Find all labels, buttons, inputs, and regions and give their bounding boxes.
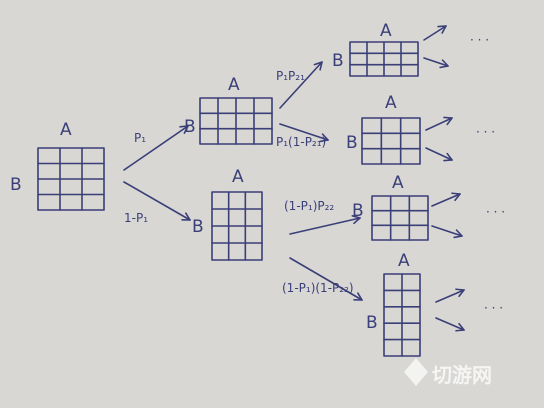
matrix-l2c-row-label: B xyxy=(352,201,364,221)
arrowhead-icon xyxy=(319,133,329,143)
matrix-level1-lower: A B xyxy=(192,167,263,261)
matrix-level1-upper: A B xyxy=(184,75,273,145)
arrow-lower-to-c xyxy=(289,217,361,235)
arrowhead-icon xyxy=(353,292,363,301)
matrix-level2-c: A B xyxy=(352,173,429,241)
matrix-root: A B xyxy=(10,120,105,211)
matrix-root-row-label: B xyxy=(10,175,22,195)
matrix-l2b-grid xyxy=(361,117,421,165)
edge-label-root-to-lower: 1-P₁ xyxy=(124,211,148,225)
arrowhead-icon xyxy=(451,192,461,202)
arrowhead-icon xyxy=(455,288,465,298)
matrix-l2b-col-label: A xyxy=(385,93,397,113)
cont-arrow-a1 xyxy=(423,25,447,41)
edge-lower-to-d: (1-P₁)(1-P₂₂) xyxy=(282,257,363,301)
edge-root-to-upper: P₁ xyxy=(123,125,189,171)
cont-dots-a: · · · xyxy=(470,33,489,47)
matrix-l2c-col-label: A xyxy=(392,173,404,193)
matrix-l2d-row-label: B xyxy=(366,313,378,333)
cont-arrow-b1 xyxy=(425,117,453,131)
edge-label-lower-to-c: (1-P₁)P₂₂ xyxy=(284,199,334,213)
edge-label-upper-to-b: P₁(1-P₂₁) xyxy=(276,135,326,149)
matrix-l2a-grid xyxy=(349,41,419,77)
watermark-logo: 切游网 xyxy=(404,358,492,387)
matrix-l2d-grid xyxy=(383,273,421,357)
watermark-text: 切游网 xyxy=(432,363,492,387)
cont-arrow-d1 xyxy=(435,289,465,303)
matrix-l1-upper-row-label: B xyxy=(184,117,196,137)
matrix-root-grid xyxy=(37,147,105,211)
cont-arrow-a2 xyxy=(423,57,449,67)
arrowhead-icon xyxy=(453,229,463,239)
matrix-l1-lower-col-label: A xyxy=(232,167,244,187)
edge-upper-to-a: P₁P₂₁ xyxy=(276,61,323,109)
cont-arrow-d2 xyxy=(435,317,465,331)
cont-dots-c: · · · xyxy=(486,205,505,219)
matrix-level2-b: A B xyxy=(346,93,421,165)
arrowhead-icon xyxy=(437,25,447,34)
arrowhead-icon xyxy=(443,116,453,126)
edge-label-root-to-upper: P₁ xyxy=(134,131,146,145)
arrow-upper-to-b xyxy=(279,123,329,141)
arrowhead-icon xyxy=(439,59,449,69)
matrix-l2b-row-label: B xyxy=(346,133,358,153)
edge-lower-to-c: (1-P₁)P₂₂ xyxy=(284,199,361,235)
matrix-border xyxy=(361,117,421,165)
arrow-root-to-upper xyxy=(123,125,189,171)
arrow-upper-to-a xyxy=(279,61,323,109)
matrix-level2-a: A B xyxy=(332,21,419,77)
arrowhead-icon xyxy=(455,322,465,332)
cont-arrow-c2 xyxy=(431,225,463,237)
arrowhead-icon xyxy=(313,61,323,71)
arrowhead-icon xyxy=(351,215,361,225)
continuations: · · · · · · · · · · · · xyxy=(423,25,505,332)
matrix-l2a-col-label: A xyxy=(380,21,392,41)
matrix-l2c-grid xyxy=(371,195,429,241)
watermark-diamond-icon xyxy=(404,358,428,386)
matrix-l1-lower-grid xyxy=(211,191,263,261)
edge-root-to-lower: 1-P₁ xyxy=(123,181,191,225)
matrix-l2d-col-label: A xyxy=(398,251,410,271)
arrow-lower-to-d xyxy=(289,257,363,301)
cont-dots-d: · · · xyxy=(484,301,503,315)
matrix-root-col-label: A xyxy=(60,120,72,140)
arrow-root-to-lower xyxy=(123,181,191,221)
edge-label-upper-to-a: P₁P₂₁ xyxy=(276,69,305,83)
matrix-l1-upper-col-label: A xyxy=(228,75,240,95)
cont-arrow-b2 xyxy=(425,147,453,161)
matrix-l2a-row-label: B xyxy=(332,51,344,71)
matrix-level2-d: A B xyxy=(366,251,421,357)
edge-label-lower-to-d: (1-P₁)(1-P₂₂) xyxy=(282,281,354,295)
arrowhead-icon xyxy=(443,152,453,162)
matrix-l1-upper-grid xyxy=(199,97,273,145)
cont-dots-b: · · · xyxy=(476,125,495,139)
cont-arrow-c1 xyxy=(431,193,461,207)
matrix-border xyxy=(371,195,429,241)
edge-upper-to-b: P₁(1-P₂₁) xyxy=(276,123,329,149)
arrowhead-icon xyxy=(179,125,189,134)
matrix-l1-lower-row-label: B xyxy=(192,217,204,237)
arrowhead-icon xyxy=(181,212,191,221)
